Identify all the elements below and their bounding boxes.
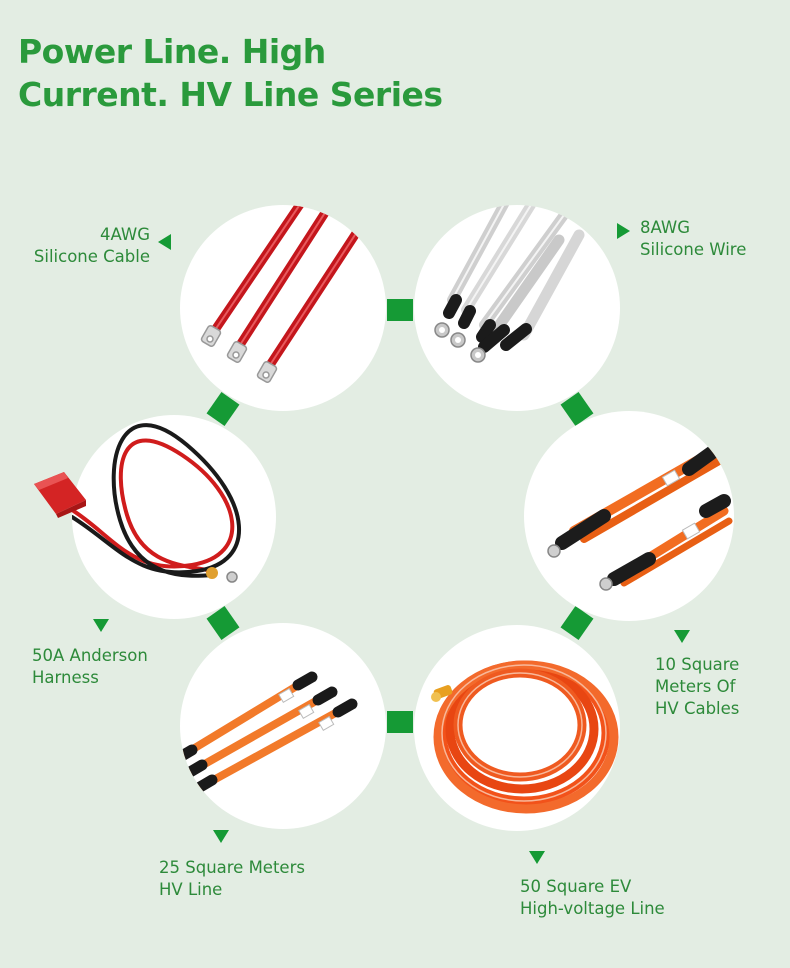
anderson-connector-harness-icon bbox=[72, 423, 242, 583]
title-line-2: Current. HV Line Series bbox=[18, 75, 443, 114]
arrow-8awg bbox=[617, 223, 630, 239]
page-title: Power Line. High Current. HV Line Series bbox=[18, 30, 443, 116]
label-25sq: 25 Square Meters HV Line bbox=[159, 858, 305, 899]
connector-bottom bbox=[387, 711, 413, 733]
label-50sq: 50 Square EV High-voltage Line bbox=[520, 877, 665, 918]
arrow-25sq bbox=[213, 830, 229, 843]
coiled-orange-hv-line-icon bbox=[431, 660, 619, 814]
connector-top bbox=[387, 299, 413, 321]
product-circle-50sq bbox=[414, 625, 620, 831]
product-circle-10sq bbox=[524, 411, 734, 621]
orange-hv-cable-icon bbox=[547, 444, 733, 591]
product-circle-8awg bbox=[414, 205, 620, 411]
label-8awg: 8AWG Silicone Wire bbox=[640, 218, 747, 259]
anderson-connector-icon bbox=[34, 472, 86, 518]
arrow-10sq bbox=[674, 630, 690, 643]
arrow-50sq bbox=[529, 851, 545, 864]
title-line-1: Power Line. High bbox=[18, 32, 326, 71]
arrow-50a bbox=[93, 619, 109, 632]
arrow-4awg bbox=[158, 234, 171, 250]
red-silicone-cable-icon bbox=[200, 205, 373, 383]
product-circle-25sq bbox=[180, 623, 386, 829]
product-circle-4awg bbox=[180, 205, 386, 411]
product-circle-50a bbox=[72, 415, 276, 619]
label-50a: 50A Anderson Harness bbox=[32, 646, 148, 687]
label-10sq: 10 Square Meters Of HV Cables bbox=[655, 655, 740, 718]
label-4awg: 4AWG Silicone Cable bbox=[33, 225, 150, 266]
orange-hv-line-icon bbox=[180, 671, 358, 797]
grey-silicone-wire-icon bbox=[434, 205, 585, 363]
